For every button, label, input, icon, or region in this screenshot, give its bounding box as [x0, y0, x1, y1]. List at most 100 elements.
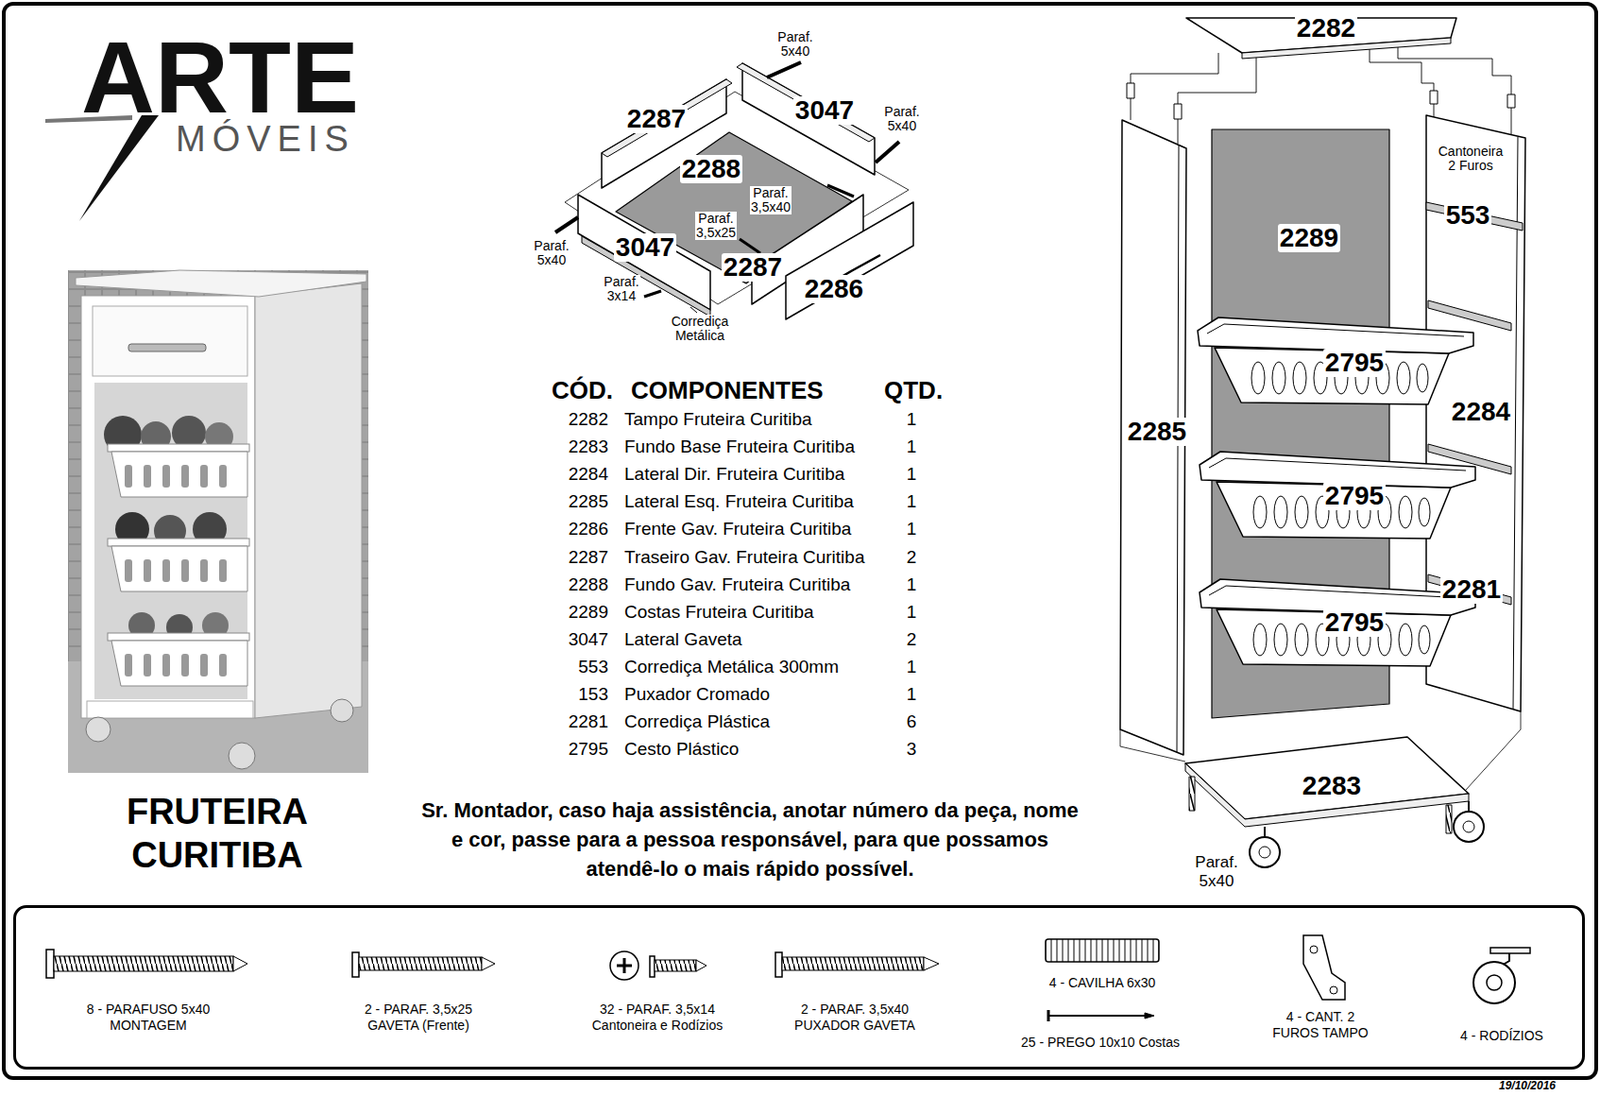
screw-label: Paraf. 5x40 [532, 238, 570, 269]
table-cell: 1 [906, 408, 918, 430]
brand-logo: ARTE [81, 26, 359, 129]
callout-number: 3047 [613, 233, 677, 261]
hardware-icons [358, 956, 482, 971]
table-cell: Cesto Plástico [624, 738, 739, 760]
drawer-exploded-view [766, 62, 801, 78]
table-cell: 1 [906, 683, 918, 705]
drawer-exploded-view [601, 79, 732, 157]
cabinet-exploded-view [1446, 804, 1452, 834]
date-stamp: 19/10/2016 [1498, 1079, 1556, 1093]
product-photo [124, 559, 133, 582]
product-photo [86, 700, 254, 718]
callout-number: 3047 [793, 96, 856, 124]
part-label: Corrediça Metálica [670, 314, 731, 344]
product-photo [219, 464, 227, 488]
table-cell: 2283 [568, 436, 609, 458]
cabinet-exploded-view [1126, 83, 1135, 99]
callout-number: 2285 [1125, 417, 1189, 445]
hardware-icons [654, 959, 697, 971]
cabinet-exploded-view [1185, 763, 1469, 827]
hardware-icons [1048, 1014, 1145, 1017]
hardware-label: 4 - CANT. 2 FUROS TAMPO [1267, 1008, 1374, 1041]
hardware-icons [352, 952, 359, 977]
product-photo [107, 538, 250, 546]
product-photo [219, 559, 227, 582]
table-cell: 2285 [568, 491, 609, 512]
product-photo [124, 653, 133, 677]
part-label: Cantoneira 2 Furos [1433, 144, 1508, 174]
cabinet-exploded-view [1176, 145, 1179, 752]
callout-number: 2795 [1323, 348, 1386, 376]
cabinet-exploded-view [1428, 300, 1512, 331]
table-cell: Corrediça Plástica [624, 711, 770, 732]
table-cell: Corrediça Metálica 300mm [624, 656, 839, 678]
hardware-label: 32 - PARAF. 3,5x14 Cantoneira e Rodízios [581, 1001, 733, 1034]
callout-number: 2795 [1323, 608, 1386, 636]
hardware-icons [1329, 986, 1338, 994]
product-photo [124, 464, 133, 488]
callout-number: 2283 [1300, 771, 1363, 800]
hardware-icons [782, 956, 924, 971]
product-photo [330, 698, 354, 722]
product-photo [107, 632, 250, 641]
hardware-icons [1045, 938, 1159, 962]
hardware-label: 25 - PREGO 10x10 Costas [1021, 1034, 1180, 1051]
table-cell: 1 [906, 463, 918, 485]
product-photo [111, 545, 248, 592]
cabinet-exploded-view [1465, 711, 1521, 790]
table-cell: Fundo Base Fruteira Curitiba [624, 436, 855, 458]
product-photo [75, 270, 367, 297]
logo-swoosh [45, 115, 159, 222]
table-cell: 1 [906, 601, 918, 623]
table-cell: Lateral Gaveta [624, 629, 743, 650]
table-cell: Fundo Gav. Fruteira Curitiba [624, 574, 851, 596]
table-header: QTD. [884, 376, 943, 406]
cabinet-exploded-view [1120, 729, 1186, 762]
table-cell: Costas Fruteira Curitiba [624, 601, 815, 623]
cabinet-exploded-view [1130, 52, 1219, 120]
cabinet-exploded-view [1249, 836, 1280, 868]
hardware-icons [1486, 974, 1502, 990]
hardware-icons [46, 949, 54, 978]
drawer-exploded-view [875, 141, 900, 163]
hardware-label: 2 - PARAF. 3,5x40 PUXADOR GAVETA [783, 1001, 926, 1034]
table-cell: 2 [906, 629, 918, 650]
callout-number: 2284 [1449, 397, 1513, 426]
cabinet-exploded-view [1197, 317, 1474, 405]
product-photo [181, 559, 189, 582]
product-photo [162, 464, 171, 488]
hardware-icons [1310, 945, 1318, 954]
cabinet-exploded-view [1463, 820, 1475, 833]
hardware-icons [233, 955, 248, 971]
hardware-icons [1490, 947, 1531, 954]
callout-number: 2288 [680, 154, 743, 183]
table-cell: Lateral Esq. Fruteira Curitiba [624, 491, 854, 512]
cabinet-exploded-view [1199, 451, 1476, 539]
product-photo [228, 742, 256, 769]
table-cell: Frente Gav. Fruteira Curitiba [624, 518, 852, 540]
drawer-exploded-view [736, 63, 875, 142]
product-photo [143, 559, 152, 582]
product-photo [181, 464, 189, 488]
hardware-label: 2 - PARAF. 3,5x25 GAVETA (Frente) [347, 1001, 490, 1034]
screw-label: Paraf. 3,5x40 [749, 186, 792, 216]
table-cell: 2795 [568, 738, 609, 760]
hardware-icons [649, 955, 655, 977]
hardware-icons [775, 952, 783, 977]
hardware-icons [481, 956, 495, 971]
screw-label: Paraf. 3x14 [602, 274, 640, 305]
product-photo [143, 653, 152, 677]
table-cell: 153 [578, 683, 609, 705]
drawer-exploded-view [690, 306, 698, 313]
drawer-exploded-view [555, 62, 914, 320]
table-cell: 3 [906, 738, 918, 760]
hardware-icons [610, 951, 639, 980]
product-photo [200, 559, 208, 582]
hardware-icons [1047, 1009, 1051, 1022]
table-cell: 1 [906, 518, 918, 540]
callout-number: 2795 [1323, 481, 1386, 510]
hardware-label: 4 - RODÍZIOS [1460, 1027, 1544, 1044]
hardware-label: 4 - CAVILHA 6x30 [1049, 974, 1157, 991]
screw-label: Paraf. 5x40 [776, 30, 814, 60]
cabinet-exploded-view [1189, 776, 1195, 811]
